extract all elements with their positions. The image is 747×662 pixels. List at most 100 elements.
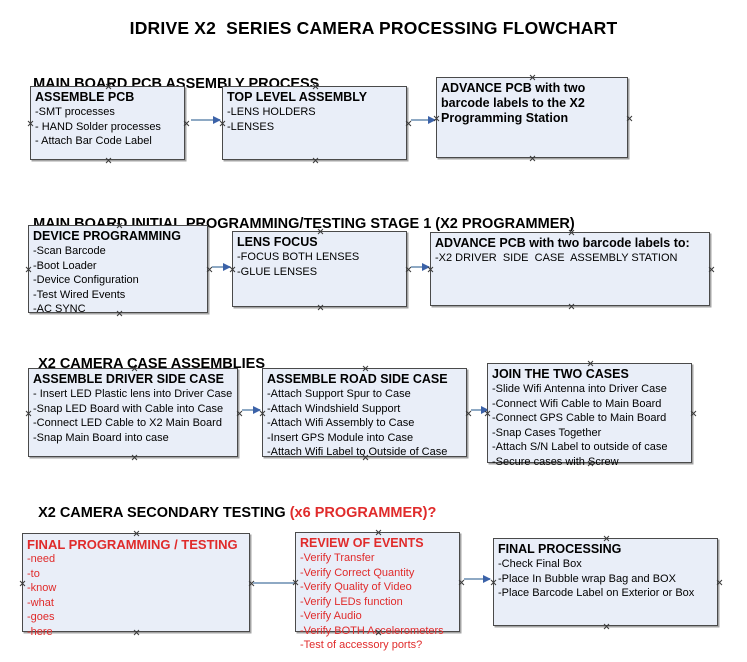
connector-handle-bottom[interactable] <box>603 623 610 630</box>
box-line: -Attach Wifi Label to Outside of Case <box>267 446 448 458</box>
process-box-assemble-pcb[interactable]: ASSEMBLE PCB -SMT processes - HAND Solde… <box>30 86 185 160</box>
connector-handle-right[interactable] <box>405 120 412 127</box>
box-line: -to <box>27 567 40 580</box>
connector-handle-right[interactable] <box>708 266 715 273</box>
arrow-review-of-events-to-final-processing <box>464 574 491 583</box>
process-box-final-processing[interactable]: FINAL PROCESSING -Check Final Box -Place… <box>493 538 718 626</box>
box-line: -LENS HOLDERS <box>227 106 316 118</box>
box-title: TOP LEVEL ASSEMBLY <box>227 90 368 104</box>
connector-handle-right[interactable] <box>458 579 465 586</box>
connector-handle-bottom[interactable] <box>312 157 319 164</box>
box-line: -Test Wired Events <box>33 288 126 301</box>
box-line: -Snap LED Board with Cable into Case <box>33 402 224 415</box>
arrow-top-level-assembly-to-advance-pcb <box>411 115 436 124</box>
connector-handle-top[interactable] <box>133 530 140 537</box>
box-line: -know <box>27 582 57 594</box>
box-line: -SMT processes <box>35 106 115 118</box>
arrow-device-programming-to-lens-focus <box>212 262 231 271</box>
connector-handle-left[interactable] <box>25 266 32 273</box>
box-title: ASSEMBLE DRIVER SIDE CASE <box>33 372 225 386</box>
box-line: - Insert LED Plastic lens into Driver Ca… <box>33 388 233 400</box>
box-line: -Slide Wifi Antenna into Driver Case <box>492 383 667 395</box>
box-line: -GLUE LENSES <box>237 265 318 278</box>
process-box-top-level-assembly[interactable]: TOP LEVEL ASSEMBLY -LENS HOLDERS -LENSES <box>222 86 407 160</box>
box-line: -Verify Audio <box>300 610 362 622</box>
box-title: JOIN THE TWO CASES <box>492 367 629 381</box>
box-line: -Snap Main Board into case <box>33 431 169 444</box>
connector-handle-top[interactable] <box>603 535 610 542</box>
arrow-lens-focus-to-advance-pcb-driver-side <box>411 262 430 271</box>
section-heading-text: X2 CAMERA SECONDARY TESTING <box>38 505 290 521</box>
process-box-join-the-two-cases[interactable]: JOIN THE TWO CASES -Slide Wifi Antenna i… <box>487 360 692 468</box>
box-line: -Place In Bubble wrap Bag and BOX <box>498 572 676 585</box>
process-box-advance-pcb-driver-side-case[interactable]: ADVANCE PCB with two barcode labels to: … <box>430 232 710 306</box>
box-title: DEVICE PROGRAMMING <box>33 229 181 243</box>
box-line: -Attach S/N Label to outside of case <box>492 441 668 453</box>
box-line: -Check Final Box <box>498 558 582 570</box>
connector-handle-bottom[interactable] <box>317 304 324 311</box>
box-title: REVIEW OF EVENTS <box>300 536 424 550</box>
box-line: -Connect Wifi Cable to Main Board <box>492 397 662 410</box>
box-line: -AC SYNC <box>33 303 86 315</box>
connector-handle-bottom[interactable] <box>568 303 575 310</box>
process-box-lens-focus[interactable]: LENS FOCUS -FOCUS BOTH LENSES -GLUE LENS… <box>232 231 407 307</box>
connector-handle-right[interactable] <box>236 410 243 417</box>
box-line: -Verify Transfer <box>300 552 375 564</box>
connector-handle-bottom[interactable] <box>105 157 112 164</box>
box-line: -Insert GPS Module into Case <box>267 431 414 444</box>
connector-handle-left[interactable] <box>490 579 497 586</box>
box-line: -Attach Wifi Assembly to Case <box>267 417 415 429</box>
connector-handle-bottom[interactable] <box>529 155 536 162</box>
connector-handle-bottom[interactable] <box>131 454 138 461</box>
process-box-final-programming-testing[interactable]: FINAL PROGRAMMING / TESTING -need -to -k… <box>19 530 250 638</box>
box-title: ADVANCE PCB with two barcode labels to: <box>435 236 690 250</box>
connector-handle-left[interactable] <box>25 410 32 417</box>
connector-handle-left[interactable] <box>27 120 34 127</box>
connector-handle-top[interactable] <box>375 529 382 536</box>
box-line: -Boot Loader <box>33 259 97 272</box>
connector-handle-top[interactable] <box>587 360 594 367</box>
box-line: -here <box>27 625 53 638</box>
arrow-road-side-to-join-two-cases <box>471 405 489 414</box>
connector-handle-right[interactable] <box>690 410 697 417</box>
box-title: LENS FOCUS <box>237 235 318 249</box>
box-line: -Connect LED Cable to X2 Main Board <box>33 417 222 429</box>
box-title: ASSEMBLE ROAD SIDE CASE <box>267 372 448 386</box>
box-line: -Attach Support Spur to Case <box>267 388 411 400</box>
connector-handle-top[interactable] <box>362 365 369 372</box>
box-line: -Verify Correct Quantity <box>300 566 415 579</box>
connector-handle-right[interactable] <box>183 120 190 127</box>
process-box-device-programming[interactable]: DEVICE PROGRAMMING -Scan Barcode -Boot L… <box>25 225 208 315</box>
connector-handle-right[interactable] <box>716 579 723 586</box>
box-line: -Device Configuration <box>33 274 139 286</box>
connector-handle-left[interactable] <box>19 580 26 587</box>
process-box-assemble-driver-side-case[interactable]: ASSEMBLE DRIVER SIDE CASE - Insert LED P… <box>28 368 238 457</box>
box-line: -Connect GPS Cable to Main Board <box>492 412 667 424</box>
page-title: IDRIVE X2 SERIES CAMERA PROCESSING FLOWC… <box>129 18 618 38</box>
box-line: -Place Barcode Label on Exterior or Box <box>498 587 695 599</box>
box-line: -LENSES <box>227 120 275 133</box>
connector-handle-top[interactable] <box>529 74 536 81</box>
process-box-advance-pcb-x2-programming-station[interactable]: ADVANCE PCB with two barcode labels to t… <box>436 77 628 158</box>
box-title: ADVANCE PCB with two barcode labels to t… <box>441 81 586 125</box>
box-line: -goes <box>27 611 55 623</box>
process-box-review-of-events[interactable]: REVIEW OF EVENTS -Verify Transfer -Verif… <box>295 529 460 651</box>
box-line: -X2 DRIVER SIDE CASE ASSEMBLY STATION <box>435 252 678 264</box>
process-box-assemble-road-side-case[interactable]: ASSEMBLE ROAD SIDE CASE -Attach Support … <box>262 365 467 458</box>
box-line: -Attach Windshield Support <box>267 402 401 415</box>
connector-handle-right[interactable] <box>465 410 472 417</box>
box-title: FINAL PROCESSING <box>498 542 622 556</box>
box-line: -Verify BOTH Accelerometers <box>300 624 444 637</box>
box-line: -Scan Barcode <box>33 245 106 257</box>
line-final-programming-to-review-of-events <box>253 582 297 584</box>
box-line: -need <box>27 553 56 565</box>
box-line: -Verify LEDs function <box>300 595 403 608</box>
section-heading-x2-camera-secondary-testing: X2 CAMERA SECONDARY TESTING (x6 PROGRAMM… <box>30 489 436 521</box>
box-line: -Snap Cases Together <box>492 426 602 439</box>
connector-handle-right[interactable] <box>626 115 633 122</box>
box-line: -FOCUS BOTH LENSES <box>237 251 360 263</box>
box-title: ASSEMBLE PCB <box>35 90 135 104</box>
box-line: - Attach Bar Code Label <box>35 135 152 147</box>
box-title: FINAL PROGRAMMING / TESTING <box>27 537 238 552</box>
box-line: - HAND Solder processes <box>35 120 161 133</box>
